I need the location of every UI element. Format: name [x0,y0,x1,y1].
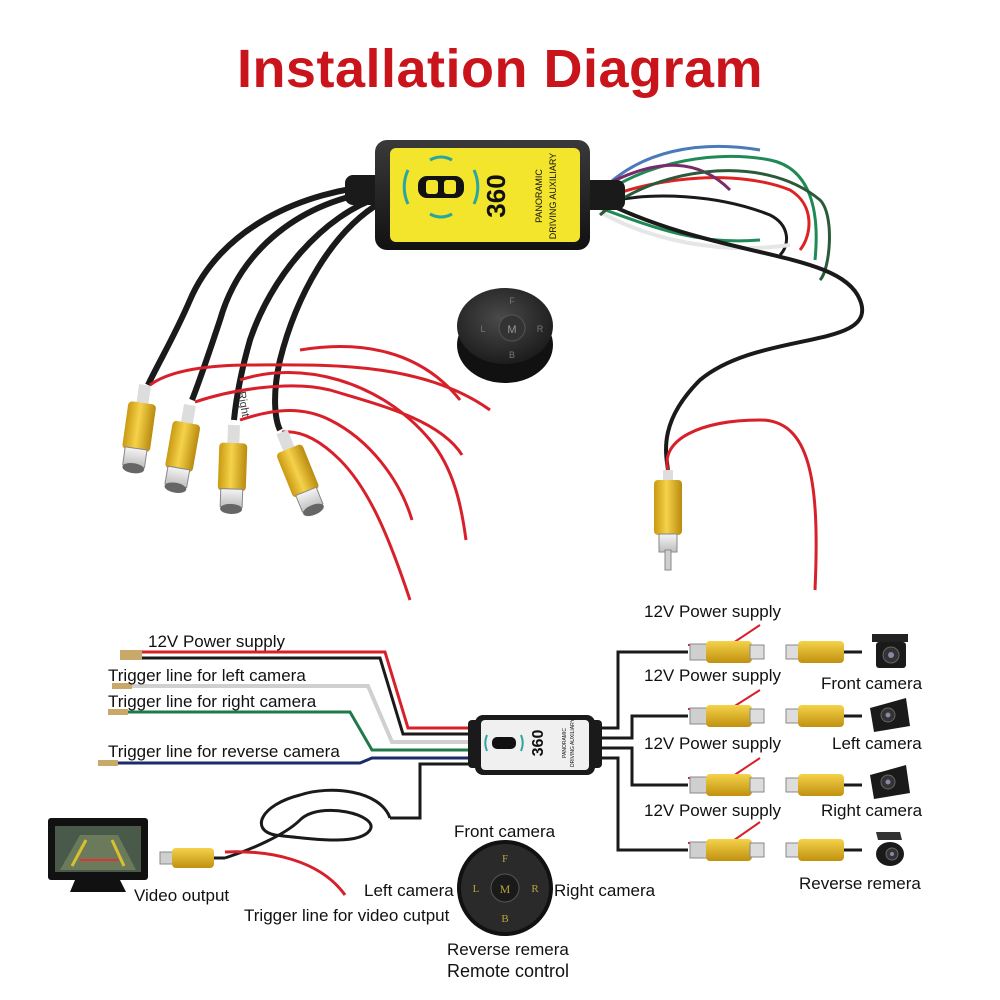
badge-360: 360 [481,174,511,217]
red-wire-video [665,418,818,591]
module-box-photo: 360 PANORAMIC DRIVING AUXILIARY [345,140,625,250]
label-left-camera: Left camera [832,734,922,753]
left-camera-icon [870,698,910,732]
rca-connector-3 [217,424,248,514]
label-power-front: 12V Power supply [644,602,782,621]
module-text-line2: DRIVING AUXILIARY [548,153,558,239]
module-text-line1: PANORAMIC [534,169,544,223]
wire-bundle-right [598,144,865,471]
module-small-line1: PANORAMIC [562,728,568,758]
rca-male-video [654,470,682,571]
input-wires [115,650,472,896]
label-front-camera: Front camera [821,674,923,693]
label-power-right: 12V Power supply [644,734,782,753]
remote-photo: M F L R B [457,288,553,383]
label-trigger-right: Trigger line for right camera [108,692,317,711]
monitor-icon [48,818,148,892]
remote-photo-back-letter: B [509,350,515,360]
remote-right-letter: R [531,883,539,895]
remote-back-letter: B [501,913,508,925]
remote-caption: Remote control [447,961,570,981]
remote-label-front: Front camera [454,822,556,841]
label-power-left: 12V Power supply [644,666,782,685]
car-icon-small [484,734,524,752]
page-title: Installation Diagram [236,39,764,99]
car-icon [402,155,480,219]
remote-label-right: Right camera [554,881,656,900]
remote-left-letter: L [473,883,480,895]
rca-pair-right [689,774,844,796]
label-power-reverse: 12V Power supply [644,801,782,820]
rca-connector-1 [122,384,156,474]
remote-front-letter: F [502,853,508,865]
label-trigger-reverse: Trigger line for reverse camera [108,742,340,761]
product-photo: 360 PANORAMIC DRIVING AUXILIARY M F L R … [122,140,865,601]
remote-control-icon: M F L R B [457,840,553,936]
reverse-camera-icon [876,832,904,866]
remote-photo-front-letter: F [509,296,515,306]
cable-bundle-left [145,182,387,432]
remote-photo-right-letter: R [537,324,544,334]
remote-label-reverse: Reverse remera [447,940,569,959]
wire-tips [98,650,142,766]
rca-pairs [689,641,844,861]
label-trigger-left: Trigger line for left camera [108,666,306,685]
rca-pair-front [689,641,844,663]
remote-label-left: Left camera [364,881,454,900]
front-camera-icon [872,634,908,668]
label-right-camera: Right camera [821,801,923,820]
cable-tag-right: Right [235,390,251,417]
remote-photo-center-letter: M [507,324,516,336]
red-wires-left [149,345,491,601]
wiring-schematic: 360 PANORAMIC DRIVING AUXILIARY [48,624,910,936]
remote-photo-left-letter: L [480,324,485,334]
label-trigger-video: Trigger line for video cutput [244,906,450,925]
rca-connector-2 [164,403,201,494]
label-input-power: 12V Power supply [148,632,286,651]
module-box-schematic: 360 PANORAMIC DRIVING AUXILIARY [468,715,602,775]
label-reverse-camera: Reverse remera [799,874,921,893]
remote-center-letter: M [500,882,511,896]
rca-connector-4 [276,429,324,517]
module-small-line2: DRIVING AUXILIARY [570,718,576,767]
label-video-output: Video output [134,886,230,905]
right-camera-icon [870,765,910,799]
rca-pair-left [689,705,844,727]
badge-360-small: 360 [530,730,547,757]
rca-male-monitor [159,848,214,868]
rca-pair-reverse [689,839,844,861]
